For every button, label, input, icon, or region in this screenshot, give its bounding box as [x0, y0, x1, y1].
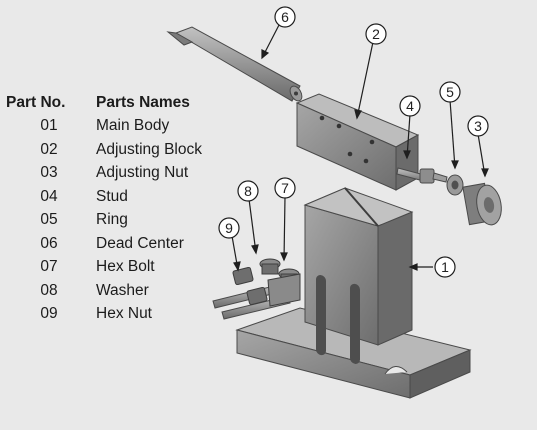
- dead-center-part: [166, 26, 303, 102]
- callout-number: 2: [372, 26, 380, 42]
- callout-5: 5: [439, 81, 461, 103]
- part-name: Main Body: [96, 117, 170, 134]
- part-number: 04: [40, 187, 58, 205]
- callout-1: 1: [434, 256, 456, 278]
- callout-circle: [274, 177, 296, 199]
- callout-number: 6: [281, 9, 289, 25]
- stud-part: [396, 167, 448, 184]
- part-number: 05: [40, 211, 58, 228]
- callout-circle: [365, 23, 387, 45]
- callout-circle: [434, 256, 456, 278]
- table-row: 06 Dead Center: [6, 232, 202, 256]
- adjusting-block-part: [295, 93, 420, 191]
- part-no-header: Part No.: [6, 94, 66, 111]
- callout-circle: [274, 6, 296, 28]
- callout-number: 1: [441, 259, 449, 275]
- part-name: Ring: [96, 211, 128, 228]
- callout-circle: [399, 95, 421, 117]
- table-row: 08 Washer: [6, 279, 202, 303]
- callout-4: 4: [399, 95, 421, 117]
- table-row: 07 Hex Bolt: [6, 255, 202, 279]
- callout-3: 3: [467, 115, 489, 137]
- table-row: 02 Adjusting Block: [6, 138, 202, 162]
- table-row: 04 Stud: [6, 185, 202, 209]
- parts-names-header: Parts Names: [96, 94, 190, 111]
- part-name: Adjusting Nut: [96, 164, 189, 181]
- callout-2: 2: [365, 23, 387, 45]
- part-name: Dead Center: [96, 234, 184, 252]
- callout-number: 7: [281, 180, 289, 196]
- part-name: Adjusting Block: [96, 140, 202, 158]
- part-number: 06: [40, 234, 58, 252]
- table-row: 05 Ring: [6, 208, 202, 232]
- part-name: Stud: [96, 187, 128, 205]
- callout-7: 7: [274, 177, 296, 199]
- part-number: 02: [40, 140, 58, 158]
- callout-6: 6: [274, 6, 296, 28]
- part-number: 07: [40, 258, 58, 275]
- callout-number: 9: [225, 220, 233, 236]
- table-row: 09 Hex Nut: [6, 302, 202, 326]
- callout-number: 3: [474, 118, 482, 134]
- part-number: 09: [40, 305, 58, 322]
- part-name: Hex Nut: [96, 305, 152, 322]
- callout-number: 8: [244, 183, 252, 199]
- part-name: Washer: [96, 281, 149, 299]
- ring-part: [446, 174, 464, 196]
- callout-markers: 6 2 4 5 3 8 7 9 1: [218, 6, 489, 278]
- callout-circle: [439, 81, 461, 103]
- callout-circle: [218, 217, 240, 239]
- part-number: 03: [40, 164, 58, 181]
- callout-number: 4: [406, 98, 414, 114]
- part-name: Hex Bolt: [96, 258, 155, 275]
- callout-circle: [467, 115, 489, 137]
- callout-9: 9: [218, 217, 240, 239]
- callout-8: 8: [237, 180, 259, 202]
- callout-number: 5: [446, 84, 454, 100]
- table-row: 01 Main Body: [6, 114, 202, 138]
- hex-nut-bolt-set: [212, 258, 301, 320]
- adjusting-nut-part: [462, 182, 502, 226]
- main-body-part: [235, 187, 472, 399]
- callout-circle: [237, 180, 259, 202]
- table-row: 03 Adjusting Nut: [6, 161, 202, 185]
- part-number: 01: [40, 117, 58, 134]
- part-number: 08: [40, 281, 58, 299]
- leader-lines: [231, 24, 489, 272]
